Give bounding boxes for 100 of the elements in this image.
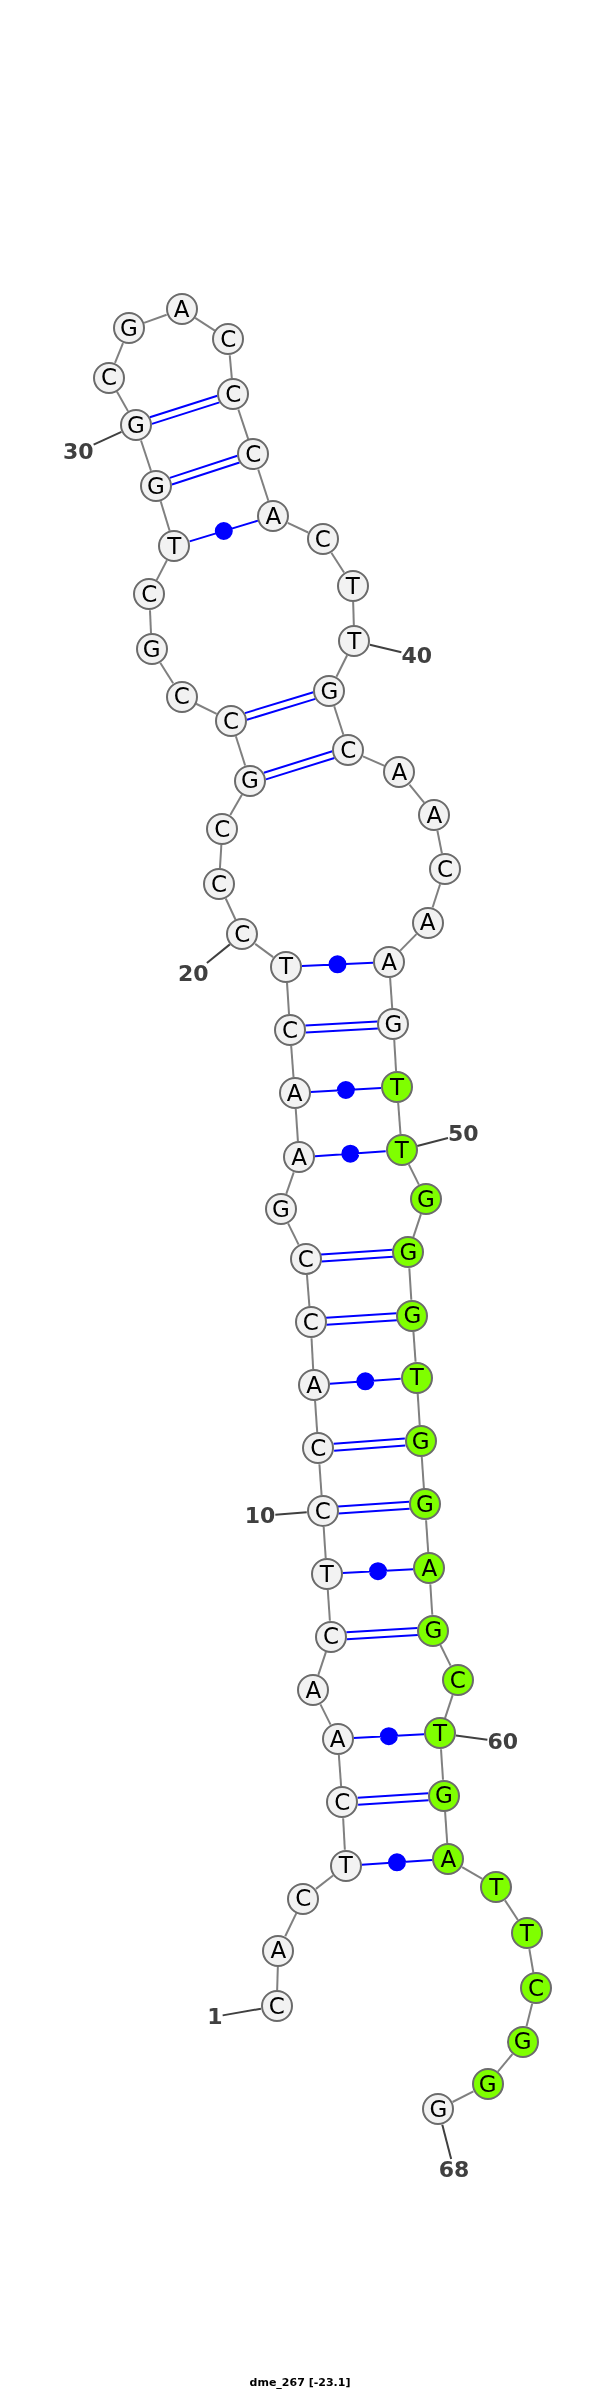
backbone-link: [229, 793, 244, 817]
backbone-link: [330, 551, 346, 574]
backbone-link: [287, 1222, 300, 1246]
backbone-link: [416, 1392, 421, 1427]
leader-line: [205, 943, 231, 964]
backbone-link: [159, 500, 171, 532]
nucleotide: A: [432, 1843, 465, 1875]
backbone-link: [115, 390, 130, 413]
nucleotide: T: [329, 1849, 362, 1882]
nucleotide: G: [377, 1008, 410, 1040]
backbone-link: [444, 1810, 449, 1845]
base-pair-bond: [356, 1792, 430, 1806]
backbone-link: [314, 1399, 319, 1434]
nucleotide: C: [294, 1306, 327, 1339]
backbone-link: [429, 1583, 434, 1616]
backbone-link: [408, 1267, 413, 1301]
nucleotide: T: [424, 1717, 456, 1750]
backbone-link: [228, 354, 233, 380]
backbone-link: [285, 1171, 295, 1195]
nucleotide: A: [411, 906, 444, 939]
nucleotide: C: [441, 1664, 474, 1696]
leader-line: [454, 1734, 489, 1741]
backbone-link: [310, 1337, 315, 1370]
backbone-link: [451, 2090, 475, 2103]
backbone-link: [326, 1588, 331, 1622]
backbone-link: [257, 468, 270, 502]
base-pair-bond: [360, 1853, 434, 1872]
backbone-link: [294, 1107, 299, 1143]
caption: dme_267 [-23.1]: [249, 2376, 351, 2390]
backbone-link: [224, 897, 237, 921]
backbone-link: [525, 2002, 534, 2028]
nucleotide: G: [313, 675, 346, 707]
backbone-link: [237, 408, 250, 441]
backbone-link: [149, 609, 152, 635]
nucleotide: T: [400, 1361, 433, 1394]
nucleotide: T: [338, 625, 371, 657]
nucleotide: C: [212, 323, 245, 356]
nucleotide: C: [260, 1990, 293, 2022]
nucleotide: C: [289, 1243, 322, 1275]
nucleotide: C: [326, 1786, 359, 1819]
nucleotide: C: [429, 853, 461, 885]
nucleotide: G: [417, 1614, 450, 1647]
backbone-link: [397, 1101, 402, 1136]
base-pair-bond: [168, 454, 241, 486]
nucleotide: C: [133, 578, 166, 611]
nucleotide: C: [217, 378, 250, 411]
backbone-link: [425, 1519, 430, 1554]
backbone-link: [393, 1038, 398, 1073]
nucleotide: A: [278, 1077, 311, 1109]
nucleotide: G: [471, 2068, 504, 2100]
nucleotide: G: [265, 1193, 297, 1225]
backbone-link: [412, 1330, 417, 1363]
nucleotide: C: [332, 734, 365, 766]
leader-line: [416, 1137, 449, 1147]
base-pair-bond: [304, 1020, 379, 1034]
backbone-link: [140, 439, 152, 472]
base-pair-bond: [345, 1627, 419, 1641]
base-pair-bond: [313, 1144, 387, 1163]
backbone-link: [317, 1650, 327, 1676]
backbone-link: [337, 1753, 343, 1788]
nucleotide: G: [422, 2093, 455, 2126]
base-pair-bond: [301, 955, 374, 974]
backbone-link: [399, 933, 418, 952]
nucleotide: C: [226, 918, 259, 951]
nucleotide: A: [373, 946, 405, 978]
backbone-link: [361, 755, 386, 767]
backbone-link: [440, 1748, 444, 1781]
backbone-link: [504, 1899, 519, 1921]
backbone-link: [143, 313, 168, 324]
position-number: 60: [487, 1730, 518, 1753]
leader-line: [92, 430, 123, 446]
nucleotide: T: [310, 1558, 343, 1590]
backbone-link: [322, 1525, 327, 1560]
base-pair-bond: [328, 1372, 402, 1391]
nucleotide: G: [113, 312, 145, 345]
backbone-link: [461, 1866, 484, 1880]
nucleotide: A: [257, 500, 290, 532]
nucleotide: G: [404, 1425, 437, 1457]
nucleotide: C: [237, 438, 270, 471]
base-pair-bond: [262, 750, 336, 781]
nucleotide: T: [336, 570, 369, 602]
nucleotide: A: [418, 799, 451, 831]
backbone-link: [431, 883, 442, 909]
nucleotide: T: [510, 1917, 543, 1950]
backbone-link: [496, 2053, 514, 2073]
nucleotide: T: [385, 1134, 418, 1166]
nucleotide: G: [120, 409, 152, 442]
base-pair-bond: [320, 1248, 394, 1263]
backbone-link: [528, 1948, 535, 1974]
nucleotide: C: [93, 361, 125, 394]
nucleotide: G: [234, 764, 266, 797]
backbone-link: [439, 1644, 452, 1667]
base-pair-bond: [325, 1312, 398, 1326]
base-pair-bond: [309, 1081, 383, 1099]
nucleotide: A: [165, 293, 198, 326]
backbone-link: [159, 661, 175, 685]
backbone-link: [286, 521, 310, 534]
backbone-link: [218, 843, 223, 870]
backbone-link: [254, 942, 275, 959]
position-number: 30: [63, 440, 94, 463]
